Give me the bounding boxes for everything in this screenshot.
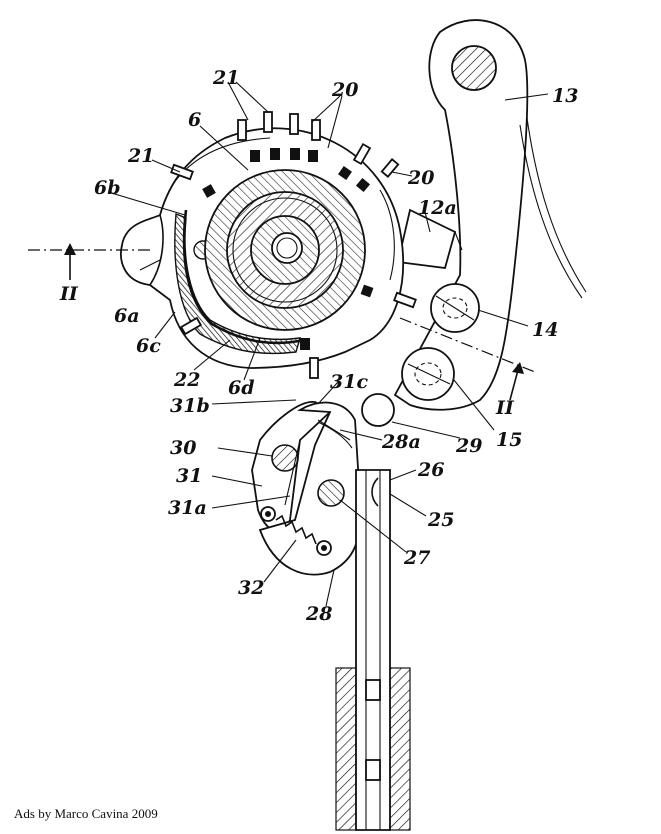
credit-caption: Ads by Marco Cavina 2009 xyxy=(14,806,158,821)
roller-29 xyxy=(361,393,395,427)
label-6: 6 xyxy=(188,109,201,131)
label-section-ii-right: II xyxy=(495,397,515,419)
label-26: 26 xyxy=(417,459,444,481)
label-31c: 31c xyxy=(330,371,368,393)
section-line-ii xyxy=(28,243,536,401)
guide-block xyxy=(335,667,411,831)
slide-25 xyxy=(355,469,391,831)
label-15: 15 xyxy=(496,429,522,451)
blade-pins xyxy=(170,111,417,379)
lever-13 xyxy=(393,19,587,411)
label-30: 30 xyxy=(170,437,196,459)
label-29: 29 xyxy=(455,435,482,457)
label-22: 22 xyxy=(173,369,200,391)
label-31a: 31a xyxy=(168,497,207,519)
label-28a: 28a xyxy=(381,431,421,453)
screw-14 xyxy=(430,283,480,333)
label-6c: 6c xyxy=(136,335,161,357)
label-21-left: 21 xyxy=(127,145,154,167)
spring-32 xyxy=(260,506,332,556)
label-31b: 31b xyxy=(170,395,210,417)
label-27: 27 xyxy=(403,547,430,569)
label-20-top: 20 xyxy=(331,79,358,101)
label-12a: 12a xyxy=(418,197,457,219)
label-21-top: 21 xyxy=(212,67,239,89)
label-13: 13 xyxy=(552,85,578,107)
screw-15 xyxy=(401,347,455,401)
label-6d: 6d xyxy=(228,377,255,399)
label-28: 28 xyxy=(305,603,332,625)
central-rings xyxy=(204,169,366,331)
label-6b: 6b xyxy=(94,177,121,199)
label-31: 31 xyxy=(176,465,202,487)
label-section-ii-left: II xyxy=(59,283,79,305)
label-14: 14 xyxy=(532,319,558,341)
leader-lines xyxy=(107,81,549,607)
label-20-right: 20 xyxy=(407,167,434,189)
label-25: 25 xyxy=(427,509,454,531)
label-32: 32 xyxy=(238,577,264,599)
label-6a: 6a xyxy=(114,305,140,327)
